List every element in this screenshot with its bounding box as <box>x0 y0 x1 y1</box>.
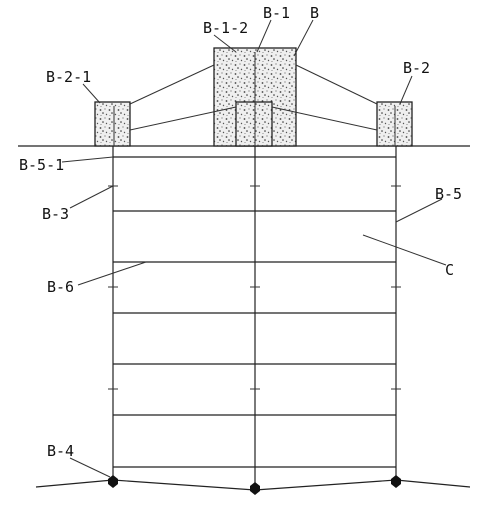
label-b-5-1: B-5-1 <box>19 156 64 174</box>
cable-left-upper <box>129 64 215 105</box>
label-b-2: B-2 <box>403 59 430 77</box>
label-b-4: B-4 <box>47 442 74 460</box>
label-b-1: B-1 <box>263 4 290 22</box>
anchor-left <box>108 475 118 488</box>
column-ticks <box>108 185 401 390</box>
label-b-1-2: B-1-2 <box>203 19 248 37</box>
cable-right-lower <box>271 106 378 131</box>
label-b: B <box>310 4 319 22</box>
anchor-center <box>250 482 260 495</box>
cable-left-lower <box>129 106 237 131</box>
label-b-5: B-5 <box>435 185 462 203</box>
label-b-3: B-3 <box>42 205 69 223</box>
anchor-right <box>391 475 401 488</box>
label-c: C <box>445 261 454 279</box>
label-b-2-1: B-2-1 <box>46 68 91 86</box>
cable-right-upper <box>295 64 378 105</box>
label-b-6: B-6 <box>47 278 74 296</box>
block-b-1 <box>235 101 273 147</box>
block-b-2-1 <box>94 101 131 147</box>
leader-lines <box>61 19 447 478</box>
